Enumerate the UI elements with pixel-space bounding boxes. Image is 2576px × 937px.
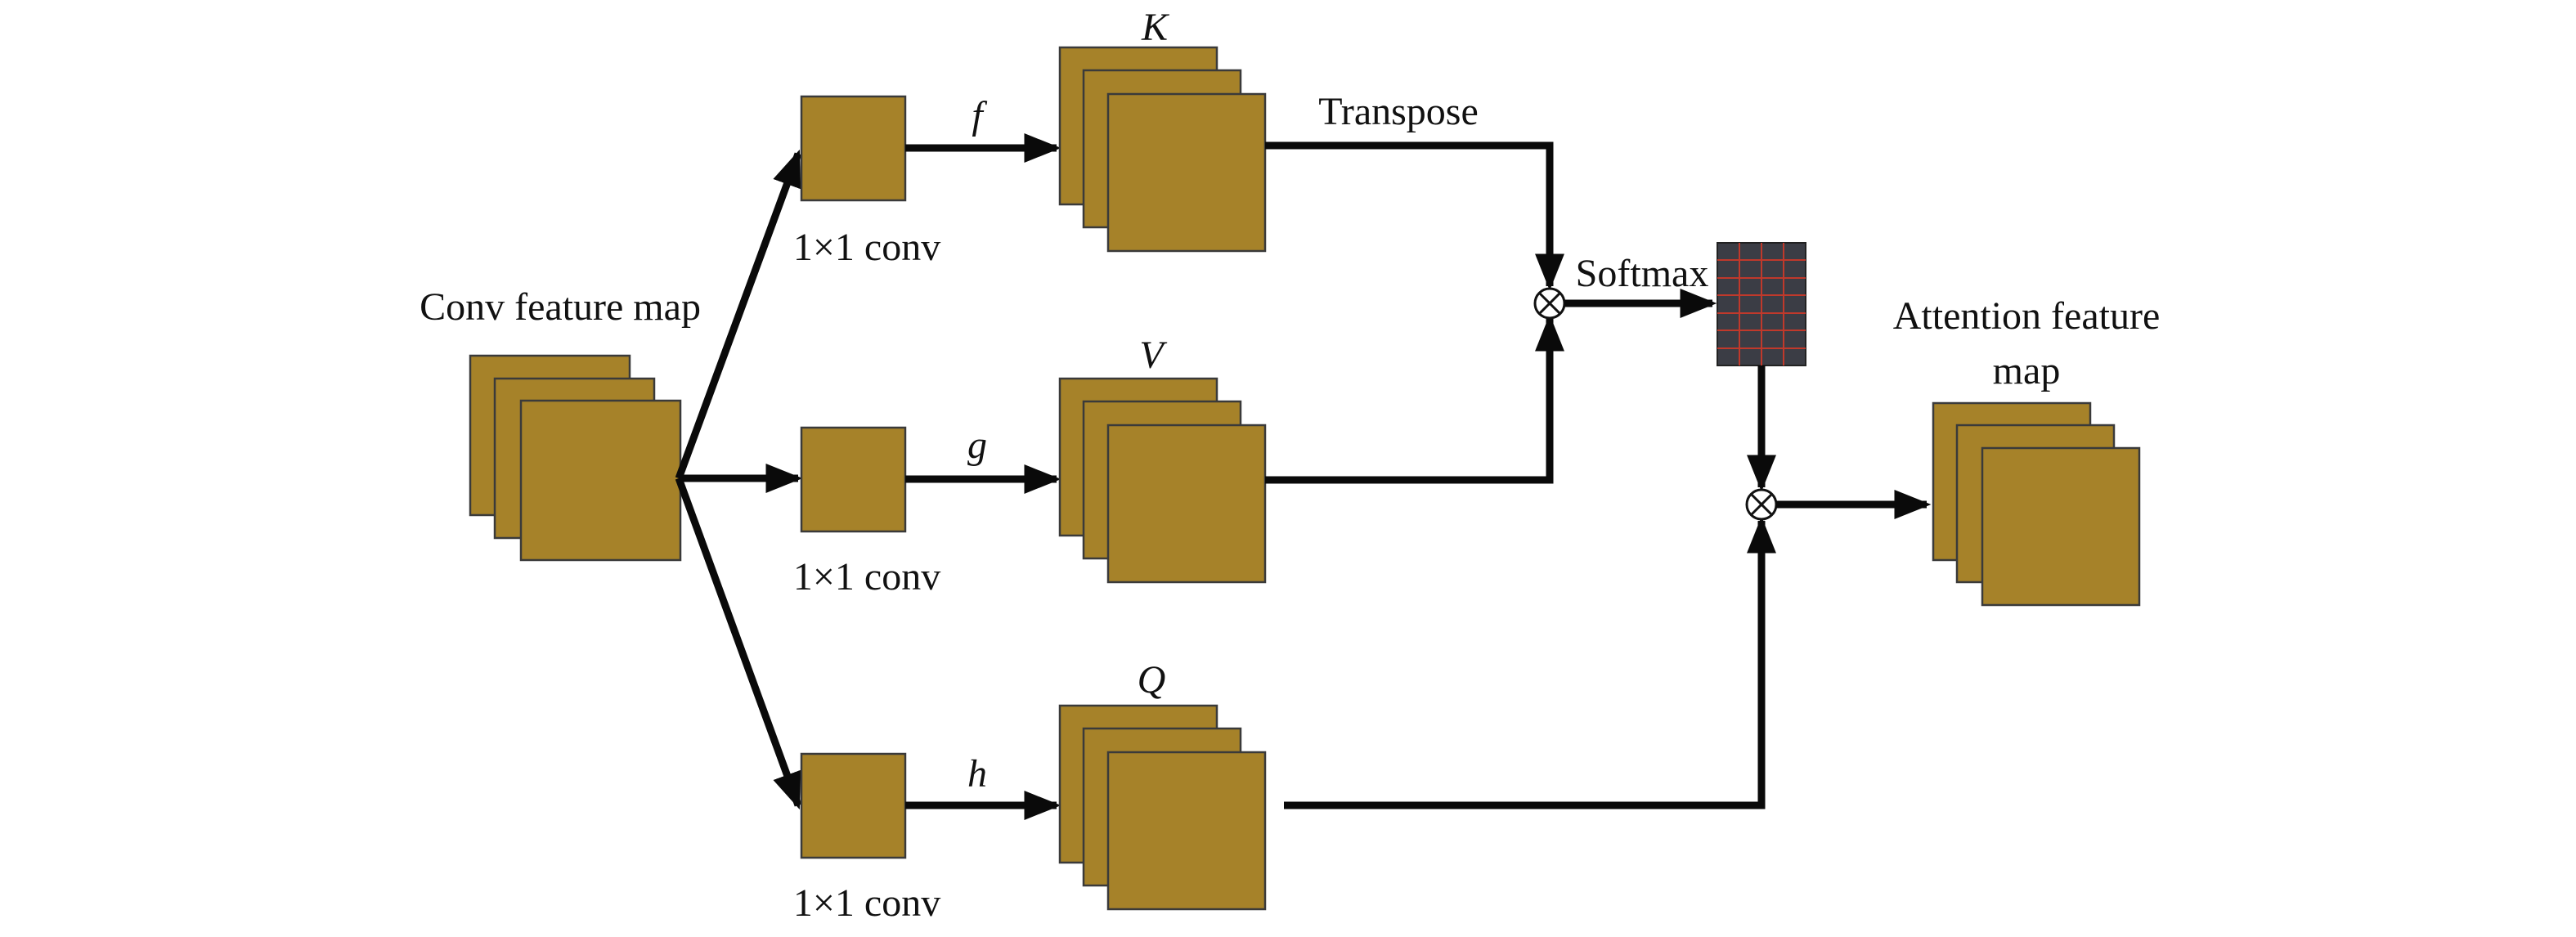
multiply-op-attention [1745, 488, 1778, 521]
f-label: f [972, 94, 987, 137]
conv-block-mid [800, 426, 907, 533]
attention-matrix-grid [1717, 242, 1806, 366]
output-label-line1: Attention feature [1893, 294, 2161, 338]
q-label: Q [1138, 658, 1166, 702]
output-feature-map-stack [1932, 401, 2141, 607]
q-feature-stack [1058, 704, 1267, 911]
transpose-label: Transpose [1318, 90, 1479, 133]
arrow-input-to-conv-top [675, 149, 802, 480]
conv-block-bot [800, 752, 907, 859]
arrow-q-to-multiply [1284, 516, 1776, 809]
q-layer-front [1106, 751, 1267, 911]
input-map-layer-front [519, 399, 682, 562]
output-label-line2: map [1993, 349, 2061, 392]
arrow-k-transpose [1265, 141, 1564, 291]
conv-block-top [800, 95, 907, 202]
arrow-v-to-multiply [1265, 314, 1564, 484]
k-feature-stack [1058, 46, 1267, 253]
conv-top-label: 1×1 conv [793, 226, 940, 269]
output-map-layer-front [1981, 446, 2141, 607]
v-layer-front [1106, 424, 1267, 584]
multiply-op-kv [1533, 287, 1566, 320]
v-feature-stack [1058, 377, 1267, 584]
arrow-input-to-conv-bot [675, 477, 802, 810]
conv-mid-label: 1×1 conv [793, 555, 940, 599]
h-label: h [967, 752, 987, 796]
input-label: Conv feature map [420, 285, 701, 329]
v-label: V [1139, 334, 1167, 377]
g-label: g [967, 424, 987, 467]
input-feature-map-stack [469, 354, 682, 562]
k-label: K [1141, 6, 1170, 49]
k-layer-front [1106, 92, 1267, 253]
softmax-label: Softmax [1576, 252, 1709, 295]
conv-bot-label: 1×1 conv [793, 881, 940, 925]
